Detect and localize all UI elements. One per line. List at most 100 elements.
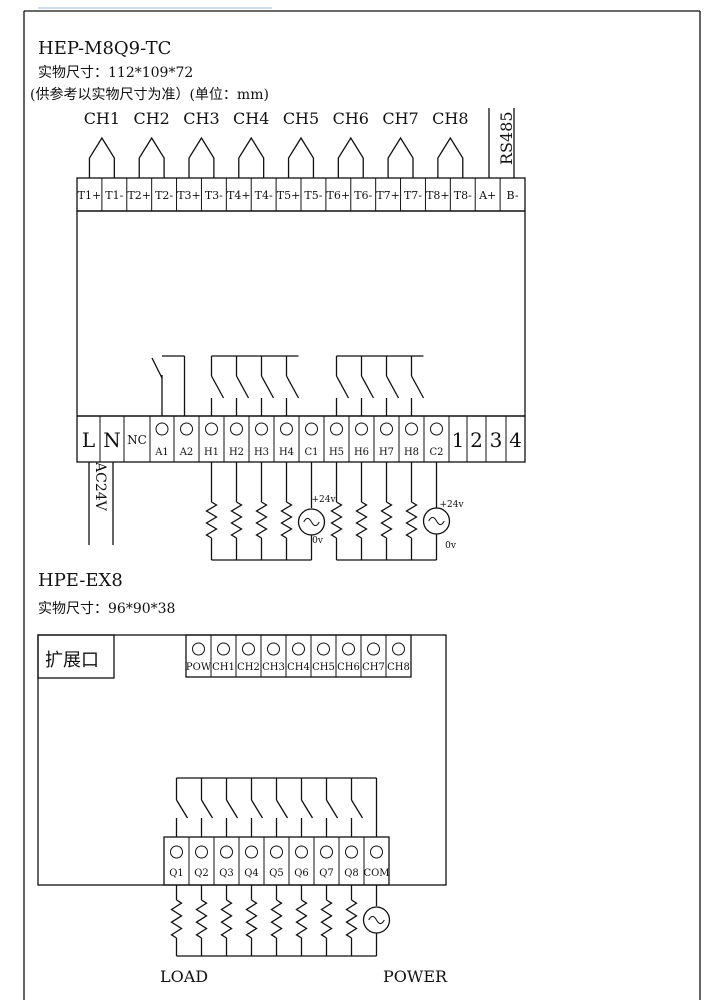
module1-body	[76, 210, 526, 417]
top-terminal-14: T7-	[404, 189, 422, 202]
channel-label-4: CH4	[233, 109, 269, 128]
output-screw-Q7	[320, 845, 333, 859]
bottom-terminal-4: 4	[509, 428, 522, 452]
input-resistor-H7	[380, 501, 393, 539]
output-relay-switch	[325, 799, 339, 819]
relay-contacts	[151, 355, 425, 416]
top-terminal-15: T8+	[426, 189, 450, 202]
top-terminal-9: T5+	[277, 189, 301, 202]
led-label-CH6: CH6	[337, 662, 360, 673]
output-label-Q8: Q8	[344, 868, 359, 879]
top-terminal-1: T1+	[78, 189, 102, 202]
thermocouple-5	[287, 136, 315, 178]
bottom-terminal-H1: H1	[204, 447, 219, 458]
output-screw-Q3	[220, 845, 233, 859]
thermocouple-7	[387, 136, 414, 178]
led-block	[185, 634, 412, 678]
top-terminal-12: T6-	[354, 189, 372, 202]
relay-a-switch	[151, 357, 163, 379]
input-switch	[410, 375, 425, 399]
terminal-screw-H5	[330, 422, 343, 436]
bottom-terminal-1: 1	[452, 428, 465, 452]
input-resistor-H8	[405, 501, 418, 539]
expansion-port-label: 扩展口	[45, 650, 99, 671]
terminal-screw-H3	[255, 422, 268, 436]
output-label-Q3: Q3	[219, 868, 234, 879]
led-CH5	[317, 642, 330, 656]
top-terminal-4: T2-	[155, 189, 173, 202]
bottom-terminal-A2: A2	[179, 447, 194, 458]
terminal-screw-H4	[280, 422, 293, 436]
c2-ac-source-wave	[428, 516, 445, 526]
output-relay-switch	[175, 799, 189, 819]
input-switch	[235, 375, 250, 399]
led-label-POW: POW	[186, 662, 212, 673]
led-CH2	[242, 642, 255, 656]
top-terminal-11: T6+	[327, 189, 351, 202]
output-label-Q6: Q6	[294, 868, 309, 879]
output-label-Q4: Q4	[244, 868, 259, 879]
load-resistor-2	[195, 899, 208, 939]
thermocouple-1	[88, 136, 115, 178]
terminal-screw-A2	[180, 422, 193, 436]
led-label-CH7: CH7	[362, 662, 385, 673]
led-CH7	[367, 642, 380, 656]
top-terminal-16: T8-	[454, 189, 472, 202]
led-label-CH8: CH8	[387, 662, 410, 673]
terminal-screw-H6	[355, 422, 368, 436]
input-resistor-H4	[280, 501, 293, 539]
bottom-terminal-2: 2	[470, 428, 483, 452]
top-terminal-5: T3+	[177, 189, 201, 202]
top-terminals: T1+T1-T2+T2-T3+T3-T4+T4-T5+T5-T6+T6-T7+T…	[78, 178, 519, 211]
channel-label-8: CH8	[432, 109, 468, 128]
ac24v-label: AC24V	[92, 461, 108, 512]
terminal-screw-H7	[380, 422, 393, 436]
bottom-terminal-NC: NC	[127, 433, 147, 447]
bottom-terminal-C1: C1	[304, 447, 318, 458]
thermocouple-2	[138, 136, 165, 178]
module1-size: 实物尺寸：112*109*72	[38, 65, 193, 81]
bottom-terminal-H2: H2	[229, 447, 244, 458]
led-CH1	[217, 642, 230, 656]
terminal-screw-H8	[405, 422, 418, 436]
input-switch	[285, 375, 300, 399]
bottom-terminal-H8: H8	[404, 447, 419, 458]
top-terminal-8: T4-	[255, 189, 273, 202]
bottom-terminal-H3: H3	[254, 447, 269, 458]
terminal-screw-H1	[205, 422, 218, 436]
output-relay-switch	[225, 799, 239, 819]
input-resistor-H6	[355, 501, 368, 539]
output-label-COM: COM	[363, 868, 389, 879]
output-relay-switch	[200, 799, 214, 819]
led-POW	[192, 642, 205, 656]
output-relay-switch	[350, 799, 364, 819]
channel-label-3: CH3	[183, 109, 219, 128]
terminal-screw-C1	[305, 422, 318, 436]
load-resistor-1	[170, 899, 183, 939]
top-terminal-10: T5-	[304, 189, 322, 202]
output-label-Q5: Q5	[269, 868, 284, 879]
input-switch	[360, 375, 375, 399]
output-ac-source-wave	[368, 915, 385, 925]
output-label-Q2: Q2	[194, 868, 209, 879]
output-screw-Q6	[295, 845, 308, 859]
module2-model: HPE-EX8	[38, 570, 123, 591]
top-terminal-17: A+	[478, 189, 496, 202]
led-label-CH2: CH2	[237, 662, 260, 673]
led-label-CH1: CH1	[212, 662, 235, 673]
led-CH8	[392, 642, 405, 656]
led-CH6	[342, 642, 355, 656]
bottom-terminal-H5: H5	[329, 447, 344, 458]
load-resistor-4	[245, 899, 258, 939]
c2-0v-label: 0v	[445, 541, 457, 551]
output-label-Q7: Q7	[319, 868, 334, 879]
c1-ac-source-wave	[303, 517, 320, 527]
input-switch	[385, 375, 400, 399]
module1-model: HEP-M8Q9-TC	[38, 38, 171, 59]
channel-label-1: CH1	[84, 109, 120, 128]
output-relay-contacts	[175, 777, 378, 837]
